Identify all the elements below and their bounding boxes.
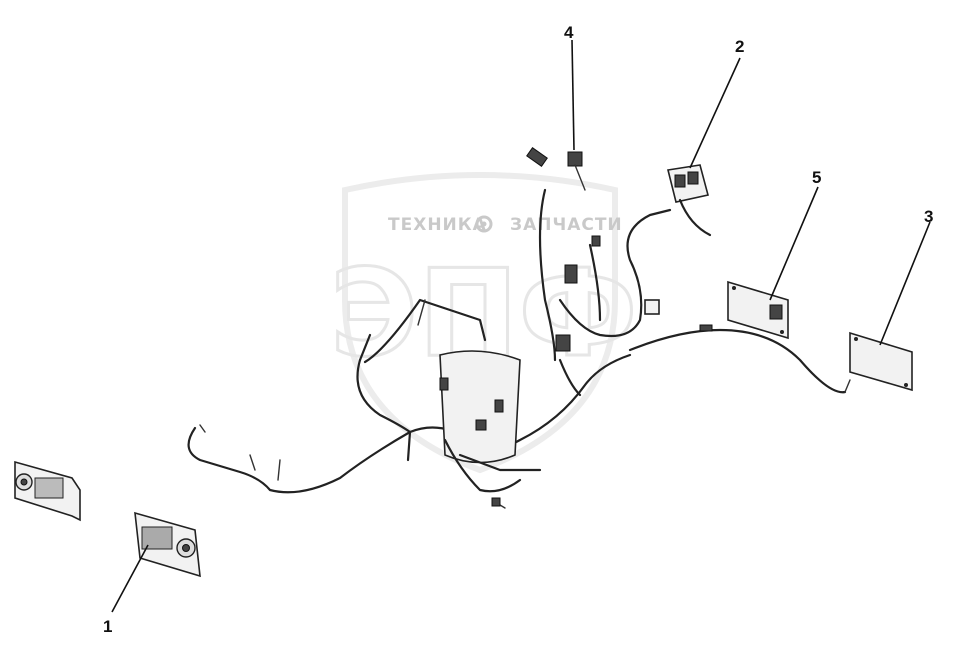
leader-1 bbox=[111, 544, 149, 613]
callout-2: 2 bbox=[735, 37, 744, 56]
callout-4: 4 bbox=[564, 23, 574, 42]
headlamp-left-lower bbox=[134, 511, 201, 578]
main-wiring-harness bbox=[187, 298, 632, 509]
leader-4 bbox=[571, 39, 575, 151]
leader-3 bbox=[879, 221, 931, 346]
leader-2 bbox=[689, 57, 741, 169]
plate-part-5 bbox=[727, 280, 789, 340]
relay-block-part-2 bbox=[667, 164, 712, 237]
upper-harness-branch bbox=[526, 147, 672, 397]
plate-part-3 bbox=[849, 331, 913, 392]
watermark-text-zapchasti: ЗАПЧАСТИ bbox=[510, 215, 623, 235]
gear-icon bbox=[475, 215, 493, 233]
watermark-text-tehnika: ТЕХНИКА bbox=[388, 215, 487, 235]
headlamp-left-upper bbox=[14, 460, 81, 522]
callout-3: 3 bbox=[924, 207, 933, 226]
callout-5: 5 bbox=[812, 168, 821, 187]
leader-lines bbox=[111, 39, 931, 613]
right-harness-branch bbox=[628, 324, 851, 394]
leader-5 bbox=[769, 186, 819, 301]
callout-1: 1 bbox=[103, 617, 112, 636]
